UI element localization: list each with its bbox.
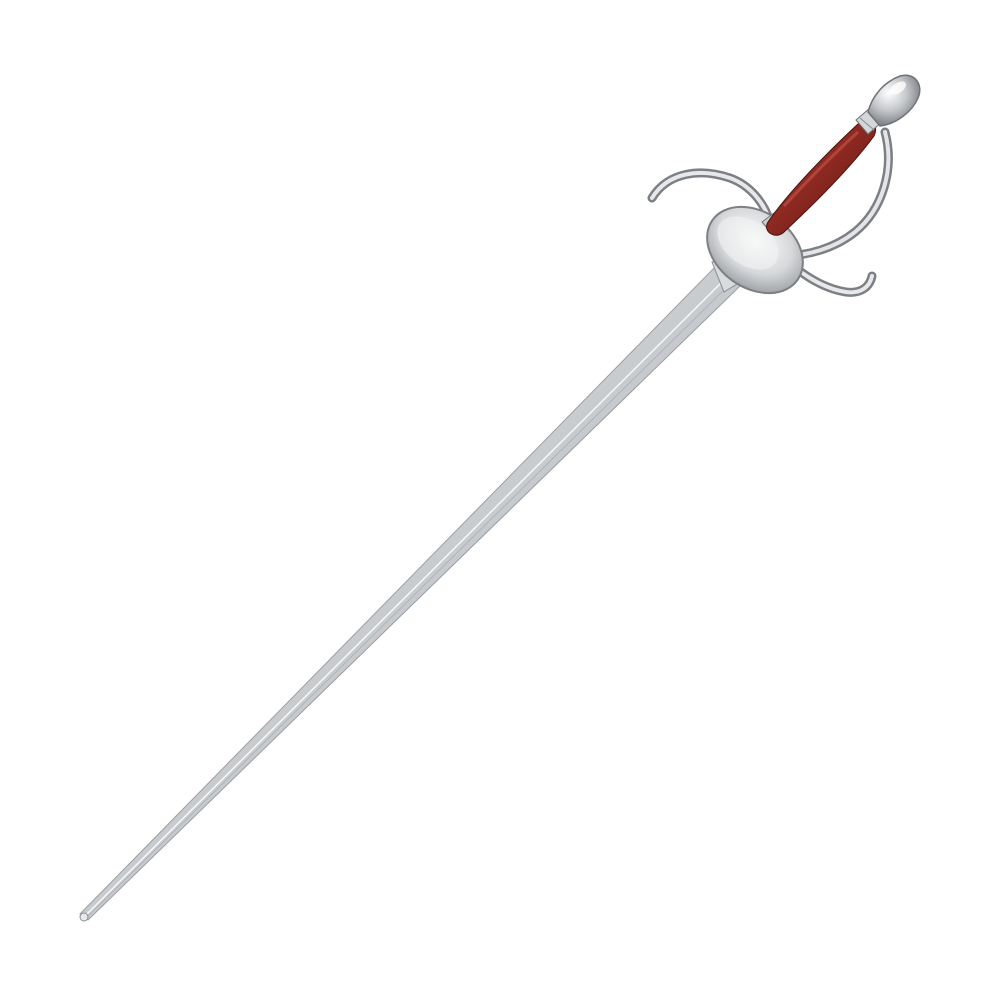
pommel <box>867 74 921 127</box>
blade-tip <box>79 912 89 922</box>
grip <box>766 120 876 236</box>
blade <box>79 265 741 922</box>
knuckle-guard <box>777 127 893 261</box>
